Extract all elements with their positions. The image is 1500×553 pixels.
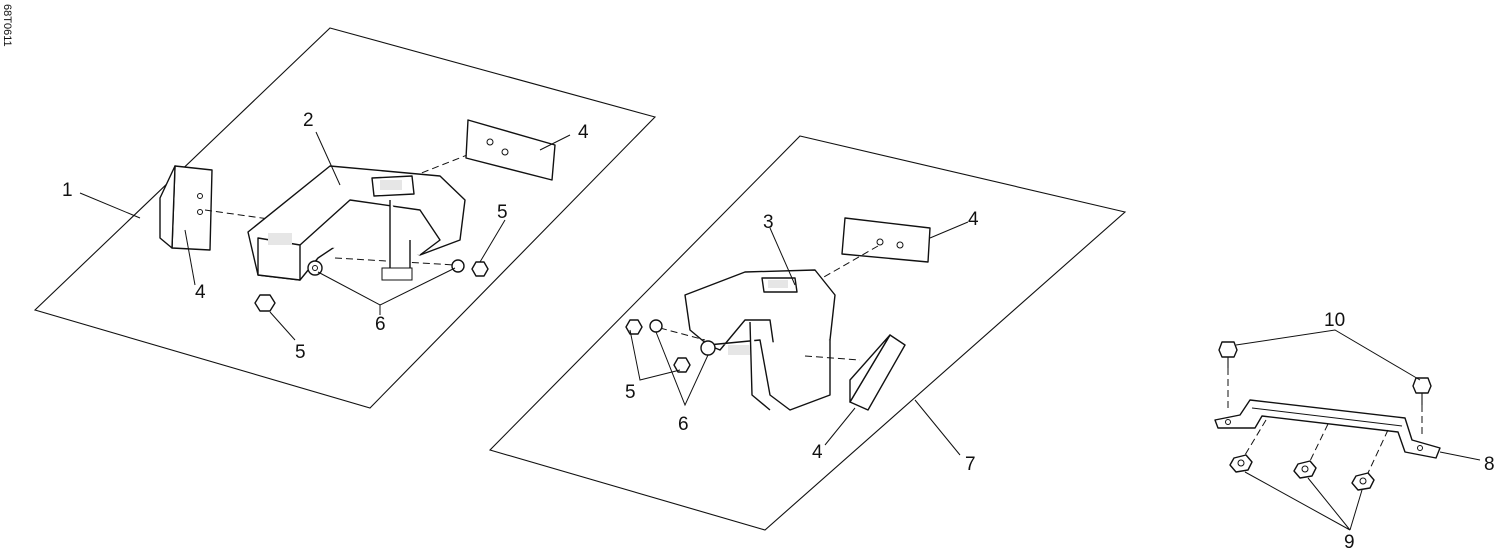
leader-line [1349, 489, 1363, 531]
figure-code: 68T0611 [1, 4, 13, 47]
callout-5: 5 [295, 342, 306, 363]
bolt-right [1412, 377, 1432, 405]
callout-9: 9 [1344, 532, 1355, 553]
leader-line [824, 407, 856, 446]
cage-nut-b [1293, 460, 1317, 479]
callout-4: 4 [578, 122, 589, 143]
leader-line [629, 329, 681, 381]
leader-line [1439, 451, 1481, 461]
reflector-left-b [465, 119, 556, 181]
washer [451, 259, 465, 273]
assembly-middle: 3 4 4 5 6 7 [488, 135, 1127, 531]
align-line [809, 245, 879, 286]
leader-line [914, 399, 961, 456]
callout-4: 4 [812, 442, 823, 463]
callout-10: 10 [1324, 310, 1345, 331]
washer [649, 319, 663, 333]
leader-line [184, 229, 196, 286]
align-line [804, 355, 861, 361]
callout-2: 2 [303, 110, 314, 131]
washer-hole [312, 265, 318, 271]
leader-line [929, 221, 969, 239]
callout-8: 8 [1484, 454, 1495, 475]
fender-bracket-3 [684, 269, 836, 411]
leader-line [479, 219, 506, 263]
leader-line [1235, 329, 1421, 381]
callout-4: 4 [968, 209, 979, 230]
assembly-left: 1 2 4 4 5 5 6 [33, 27, 657, 409]
decal-sheet-middle [488, 135, 1127, 531]
leader-line [79, 192, 141, 219]
callout-5: 5 [497, 202, 508, 223]
bolt-left [1218, 341, 1238, 368]
leader-line [769, 227, 796, 286]
callout-6: 6 [678, 414, 689, 435]
nut [254, 294, 276, 312]
nut [625, 319, 643, 335]
mounting-bar-8 [1214, 399, 1441, 459]
align-line [1244, 419, 1267, 456]
callout-5: 5 [625, 382, 636, 403]
reflector-left-a [159, 165, 213, 251]
washer [700, 340, 716, 356]
callout-3: 3 [763, 212, 774, 233]
align-line [659, 327, 706, 341]
nut [471, 261, 489, 277]
reflector-middle-b [849, 334, 906, 411]
callout-6: 6 [375, 314, 386, 335]
align-line [1367, 429, 1389, 474]
align-line [1309, 423, 1329, 462]
reflector-middle-a [841, 217, 931, 263]
callout-1: 1 [62, 180, 73, 201]
assembly-right: 10 8 9 [1214, 310, 1495, 553]
nut [673, 357, 691, 373]
leader-line [1244, 471, 1351, 531]
cage-nut-a [1229, 454, 1253, 473]
decal-sheet-left [33, 27, 657, 409]
callout-4: 4 [195, 282, 206, 303]
fender-bracket-2 [247, 165, 466, 281]
leader-line [269, 311, 296, 341]
cage-nut-c [1351, 472, 1375, 491]
leader-line [655, 331, 709, 407]
callout-7: 7 [965, 454, 976, 475]
leader-line [539, 134, 571, 151]
leader-line [315, 131, 341, 186]
